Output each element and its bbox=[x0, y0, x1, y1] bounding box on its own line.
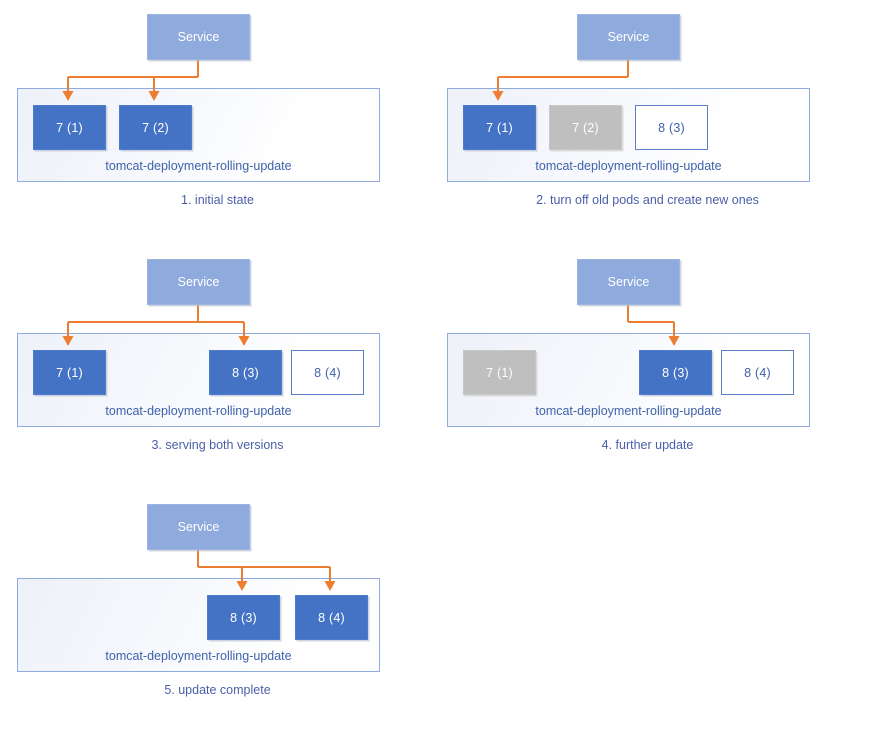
panel-caption: 1. initial state bbox=[181, 193, 254, 207]
panel-caption: 3. serving both versions bbox=[151, 438, 284, 452]
service-box[interactable]: Service bbox=[147, 259, 250, 305]
pod-box[interactable]: 8 (4) bbox=[721, 350, 794, 395]
service-box[interactable]: Service bbox=[147, 504, 250, 550]
panel-caption: 5. update complete bbox=[164, 683, 271, 697]
deployment-container: 8 (3) 8 (4)tomcat-deployment-rolling-upda… bbox=[17, 578, 380, 672]
state-panel-1: 7 (1) 7 (2) tomcat-deployment-rolling-upda… bbox=[0, 0, 435, 240]
deployment-name-label: tomcat-deployment-rolling-update bbox=[535, 159, 722, 173]
state-panel-5: 8 (3) 8 (4)tomcat-deployment-rolling-upda… bbox=[0, 490, 435, 730]
service-box[interactable]: Service bbox=[147, 14, 250, 60]
pod-box[interactable]: 7 (1) bbox=[463, 350, 536, 395]
pod-box[interactable]: 7 (1) bbox=[463, 105, 536, 150]
service-box[interactable]: Service bbox=[577, 14, 680, 60]
state-panel-2: 7 (1) 7 (2) 8 (3) tomcat-deployment-rolling… bbox=[430, 0, 865, 240]
deployment-name-label: tomcat-deployment-rolling-update bbox=[105, 159, 292, 173]
deployment-container: 7 (1) 8 (3)8 (4) tomcat-deployment-rolling… bbox=[17, 333, 380, 427]
pod-box[interactable]: 8 (4) bbox=[291, 350, 364, 395]
pod-box[interactable]: 8 (3) bbox=[209, 350, 282, 395]
pod-box[interactable]: 8 (3) bbox=[207, 595, 280, 640]
pod-box[interactable]: 8 (4) bbox=[295, 595, 368, 640]
deployment-container: 7 (1) 8 (3)8 (4) tomcat-deployment-rolling… bbox=[447, 333, 810, 427]
deployment-name-label: tomcat-deployment-rolling-update bbox=[105, 649, 292, 663]
deployment-name-label: tomcat-deployment-rolling-update bbox=[535, 404, 722, 418]
service-box[interactable]: Service bbox=[577, 259, 680, 305]
panel-caption: 2. turn off old pods and create new ones bbox=[536, 193, 759, 207]
pod-box[interactable]: 7 (2) bbox=[549, 105, 622, 150]
panel-caption: 4. further update bbox=[601, 438, 694, 452]
pod-box[interactable]: 8 (3) bbox=[635, 105, 708, 150]
pod-box[interactable]: 7 (1) bbox=[33, 105, 106, 150]
deployment-container: 7 (1) 7 (2) tomcat-deployment-rolling-upda… bbox=[17, 88, 380, 182]
pod-box[interactable]: 8 (3) bbox=[639, 350, 712, 395]
state-panel-4: 7 (1) 8 (3)8 (4) tomcat-deployment-rolling… bbox=[430, 245, 865, 485]
deployment-container: 7 (1) 7 (2) 8 (3) tomcat-deployment-rolling… bbox=[447, 88, 810, 182]
pod-box[interactable]: 7 (2) bbox=[119, 105, 192, 150]
pod-box[interactable]: 7 (1) bbox=[33, 350, 106, 395]
state-panel-3: 7 (1) 8 (3)8 (4) tomcat-deployment-rolling… bbox=[0, 245, 435, 485]
deployment-name-label: tomcat-deployment-rolling-update bbox=[105, 404, 292, 418]
